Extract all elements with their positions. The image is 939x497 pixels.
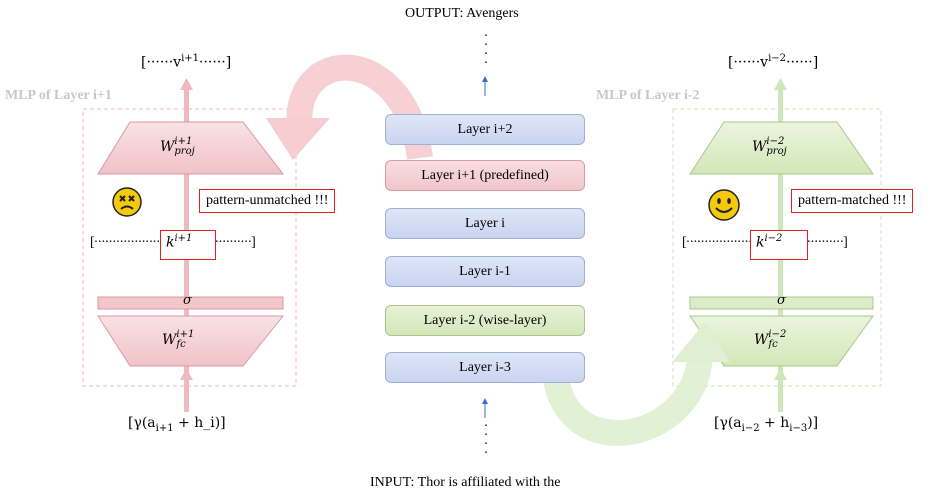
output-arrow-head: [482, 76, 488, 82]
layer-label: Layer i-1: [459, 263, 511, 279]
left-output-vector: [······vi+1······]: [141, 53, 232, 71]
right-top-arrowhead: [774, 78, 787, 90]
layer-box-i: Layer i: [385, 208, 585, 239]
right-proj-trapezoid: [689, 121, 874, 175]
unhappy-face-icon: [112, 187, 142, 217]
layer-box-i-minus-1: Layer i-1: [385, 256, 585, 287]
input-vertical-dots: ····: [483, 419, 489, 461]
right-mlp-container: [672, 108, 882, 387]
layer-box-i-plus-1-predefined: Layer i+1 (predefined): [385, 160, 585, 191]
layer-label: Layer i+2: [457, 121, 513, 137]
pattern-matched-callout: pattern-matched !!!: [791, 189, 914, 213]
right-output-vector: [······vi−2······]: [728, 53, 819, 71]
left-sigma-label: σ: [183, 293, 192, 308]
layer-box-i-minus-2-wise: Layer i-2 (wise-layer): [385, 305, 585, 336]
right-mlp-title: MLP of Layer i-2: [596, 88, 700, 103]
pink-curved-arrowhead: [266, 118, 330, 160]
layer-label: Layer i+1 (predefined): [421, 167, 549, 183]
right-sigma-bar: [689, 296, 874, 310]
happy-face-icon: [708, 189, 740, 221]
left-top-arrowhead: [180, 78, 193, 90]
input-label: INPUT: Thor is affiliated with the: [370, 475, 561, 490]
layer-box-i-plus-2: Layer i+2: [385, 114, 585, 145]
right-sigma-label: σ: [777, 293, 786, 308]
left-input-expr: [γ(ai+1 + h_i)]: [128, 415, 226, 434]
pattern-unmatched-callout: pattern-unmatched !!!: [199, 189, 336, 213]
right-bottom-arrowhead: [774, 368, 787, 380]
green-curved-arrow: [542, 351, 713, 446]
output-label: OUTPUT: Avengers: [405, 6, 519, 21]
left-key-box: [160, 230, 216, 260]
left-proj-trapezoid: [97, 121, 285, 175]
left-bottom-arrowhead: [180, 368, 193, 380]
right-input-expr: [γ(ai−2 + hi−3)]: [714, 415, 819, 434]
layer-label: Layer i-3: [459, 359, 511, 375]
layer-box-i-minus-3: Layer i-3: [385, 352, 585, 383]
layer-label: Layer i: [464, 215, 506, 231]
left-key-label: ki+1: [166, 233, 193, 251]
output-vertical-dots: ····: [483, 29, 489, 71]
green-curved-arrowhead: [672, 322, 730, 362]
left-mlp-title: MLP of Layer i+1: [5, 88, 112, 103]
right-key-label: ki−2: [756, 233, 783, 251]
left-mlp-container: [82, 108, 297, 387]
layer-label: Layer i-2 (wise-layer): [423, 312, 547, 328]
input-arrow-head: [482, 398, 488, 404]
left-fc-trapezoid: [97, 315, 285, 367]
left-sigma-bar: [97, 296, 284, 310]
right-key-box: [750, 230, 808, 260]
